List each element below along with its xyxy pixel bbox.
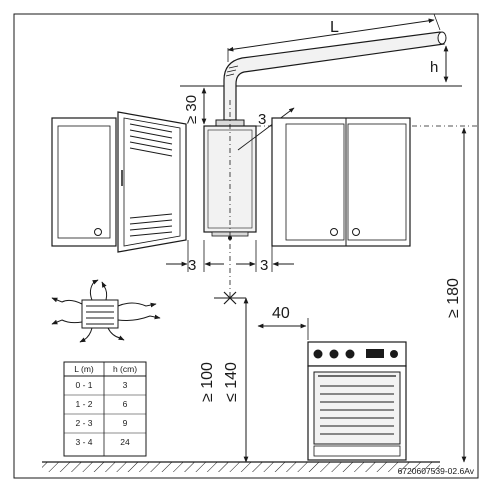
right-height-dimension: ≥ 180 bbox=[445, 127, 467, 463]
table-cell: 24 bbox=[120, 437, 130, 447]
right-wall-cabinet bbox=[271, 117, 411, 247]
flue-rise-table: L (m) h (cm) 0 - 1 3 1 - 2 6 2 - 3 9 3 - 4 24 bbox=[63, 361, 147, 457]
left-wall-cabinet bbox=[51, 111, 187, 253]
side-clearance-right-label: 3 bbox=[260, 257, 268, 274]
vent-louvres-lower bbox=[129, 213, 173, 237]
flue-rise-label: h bbox=[430, 59, 438, 76]
flue-pipe bbox=[223, 31, 447, 121]
top-clearance-label: ≥ 30 bbox=[183, 95, 200, 124]
table-cell: 2 - 3 bbox=[75, 418, 92, 428]
gas-valve bbox=[214, 291, 249, 463]
height-max-label: ≤ 140 bbox=[223, 362, 240, 402]
table-cell: 6 bbox=[123, 399, 128, 409]
table-cell: 3 - 4 bbox=[75, 437, 92, 447]
flue-length-label: L bbox=[330, 19, 339, 36]
figure-code: 6720607539-02.6Av bbox=[398, 466, 475, 476]
height-right-label: ≥ 180 bbox=[445, 278, 462, 318]
table-cell: 9 bbox=[123, 418, 128, 428]
table-cell: 3 bbox=[123, 380, 128, 390]
airflow-vent-icon bbox=[51, 279, 161, 343]
rise-dimension: h bbox=[430, 45, 449, 83]
table-cell: 0 - 1 bbox=[75, 380, 92, 390]
front-clearance-label: 3 bbox=[258, 111, 266, 128]
side-clearance-dimensions: 3 3 bbox=[166, 240, 294, 274]
side-clearance-left-label: 3 bbox=[188, 257, 196, 274]
gas-stove bbox=[307, 341, 407, 461]
vent-louvres-upper bbox=[129, 123, 173, 157]
valve-height-dimension: ≥ 100 ≤ 140 bbox=[199, 362, 240, 402]
front-clearance-dimension: 3 bbox=[237, 107, 295, 151]
top-clearance-dimension: ≥ 30 bbox=[183, 85, 222, 125]
table-cell: 1 - 2 bbox=[75, 399, 92, 409]
oven-window-grille bbox=[320, 385, 394, 435]
table-header-cell: L (m) bbox=[74, 364, 94, 374]
floor bbox=[42, 461, 440, 472]
height-min-label: ≥ 100 bbox=[199, 362, 216, 402]
stove-offset-dimension: 40 bbox=[257, 305, 309, 340]
length-dimension: L bbox=[227, 13, 441, 62]
stove-offset-label: 40 bbox=[272, 305, 290, 322]
table-header-cell: h (cm) bbox=[113, 364, 137, 374]
frame bbox=[13, 13, 479, 479]
